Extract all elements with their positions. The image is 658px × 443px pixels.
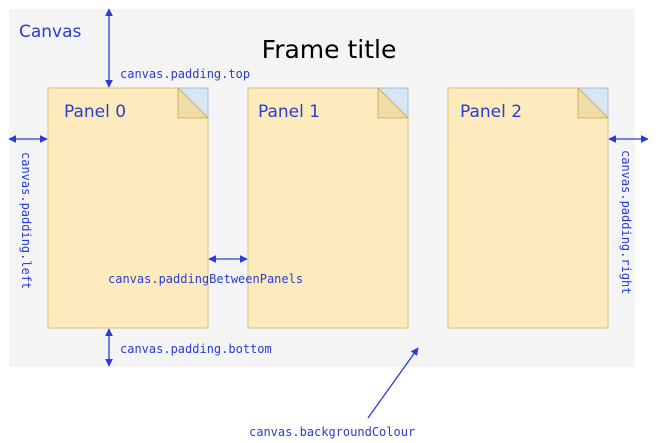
padding-bottom-label: canvas.padding.bottom [120, 342, 272, 356]
padding-left-label: canvas.padding.left [19, 152, 33, 289]
padding-top-label: canvas.padding.top [120, 67, 250, 81]
frame-title: Frame title [262, 35, 397, 64]
panel-0: Panel 0 [47, 87, 209, 329]
background-colour-label: canvas.backgroundColour [249, 425, 415, 439]
panel-1-label: Panel 1 [258, 102, 320, 122]
canvas-label: Canvas [19, 22, 82, 42]
background-colour-arrow [367, 347, 419, 419]
panel-2-label: Panel 2 [460, 102, 522, 122]
panel-1: Panel 1 [247, 87, 409, 329]
padding-right-label: canvas.padding.right [619, 150, 633, 295]
panel-0-label: Panel 0 [64, 102, 126, 122]
padding-between-panels-label: canvas.paddingBetweenPanels [108, 272, 303, 286]
panel-2: Panel 2 [447, 87, 609, 329]
